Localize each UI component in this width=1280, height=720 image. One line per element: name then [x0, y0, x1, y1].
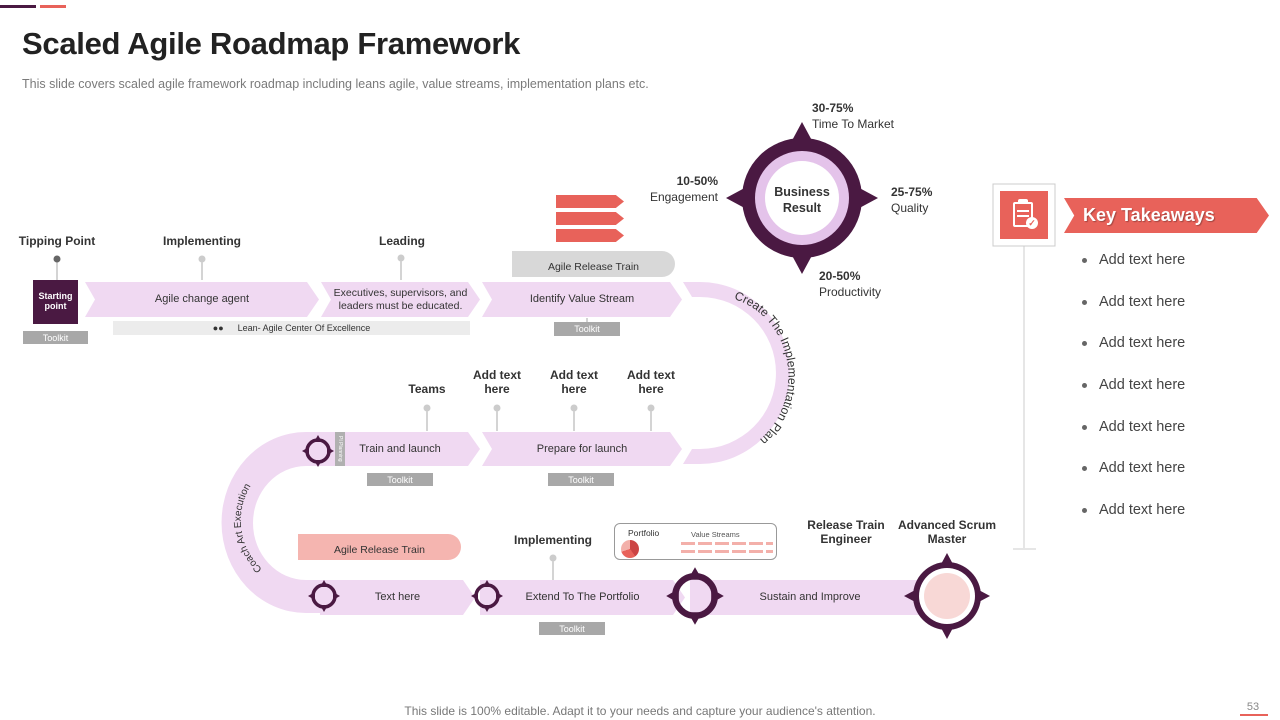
row2-label-add-text-3: Add text here	[627, 368, 675, 397]
milestone-leading: Leading	[378, 234, 425, 248]
page-subtitle: This slide covers scaled agile framework…	[22, 77, 649, 91]
agile-release-train-top: Agile Release Train	[512, 251, 675, 277]
page-number-underline	[1240, 714, 1268, 716]
takeaway-item: Add text here	[1082, 419, 1185, 435]
right-curve-band	[683, 282, 790, 464]
agile-release-train-bottom: Agile Release Train	[298, 534, 461, 560]
role-advanced-scrum-master: Advanced Scrum Master	[897, 518, 997, 547]
page-title: Scaled Agile Roadmap Framework	[22, 26, 521, 61]
step-text-here: Text here	[320, 580, 475, 615]
metric-productivity: 20-50%Productivity	[819, 269, 882, 300]
takeaway-item: Add text here	[1082, 502, 1185, 518]
train-stripes-icon	[556, 195, 630, 243]
business-result-center: Business Result	[774, 185, 830, 216]
metric-engagement: 10-50%Engagement	[649, 174, 718, 205]
step-executives-educated: Executives, supervisors, and leaders mus…	[321, 282, 480, 317]
people-icon: ●●	[212, 323, 224, 333]
step-train-and-launch: Train and launch	[320, 432, 480, 466]
curve-label-coach-art-execution: Coach Art Execution	[233, 482, 265, 575]
value-streams-label: Value Streams	[691, 530, 740, 539]
row3-label-implementing: Implementing	[513, 533, 592, 547]
toolkit-tag: Toolkit	[539, 622, 605, 635]
toolkit-tag: Toolkit	[23, 331, 88, 344]
role-release-train-engineer: Release Train Engineer	[807, 518, 885, 547]
metric-quality: 25-75%Quality	[891, 185, 933, 216]
top-accent-bar-dark	[0, 5, 36, 8]
toolkit-tag: Toolkit	[554, 322, 620, 336]
row2-label-teams: Teams	[408, 382, 446, 396]
toolkit-tag: Toolkit	[548, 473, 614, 486]
lean-agile-bar: ●● Lean- Agile Center Of Excellence	[113, 321, 470, 335]
portfolio-label: Portfolio	[628, 528, 660, 538]
clipboard-check-icon: ✓	[1009, 199, 1039, 231]
pie-icon	[621, 540, 639, 558]
toolkit-tag: Toolkit	[367, 473, 433, 486]
step-sustain-and-improve: Sustain and Improve	[690, 580, 930, 615]
top-accent-bar-coral	[40, 5, 66, 8]
step-extend-to-portfolio: Extend To The Portfolio	[480, 580, 685, 615]
step-identify-value-stream: Identify Value Stream	[482, 282, 682, 317]
key-takeaways-title: Key Takeaways	[1064, 198, 1269, 233]
curve-label-implementation-plan: Create The Implementation Plan	[733, 289, 800, 448]
portfolio-box: Portfolio Value Streams	[614, 523, 777, 560]
page-number: 53	[1246, 701, 1260, 713]
takeaway-item: Add text here	[1082, 294, 1185, 310]
pi-planning-tag: PI Planning	[335, 432, 345, 466]
takeaway-item: Add text here	[1082, 335, 1185, 351]
takeaway-item: Add text here	[1082, 252, 1185, 268]
footer-note: This slide is 100% editable. Adapt it to…	[404, 704, 876, 718]
row2-label-add-text-2: Add text here	[550, 368, 598, 397]
starting-point-box: Starting point	[33, 280, 78, 324]
step-prepare-for-launch: Prepare for launch	[482, 432, 682, 466]
milestone-tipping-point: Tipping Point	[18, 234, 96, 248]
left-curve-band	[221, 432, 320, 613]
row2-label-add-text-1: Add text here	[473, 368, 521, 397]
takeaway-item: Add text here	[1082, 377, 1185, 393]
metric-time-to-market: 30-75%Time To Market	[812, 101, 895, 132]
step-agile-change-agent: Agile change agent	[85, 282, 319, 317]
milestone-implementing: Implementing	[162, 234, 241, 248]
takeaway-item: Add text here	[1082, 460, 1185, 476]
